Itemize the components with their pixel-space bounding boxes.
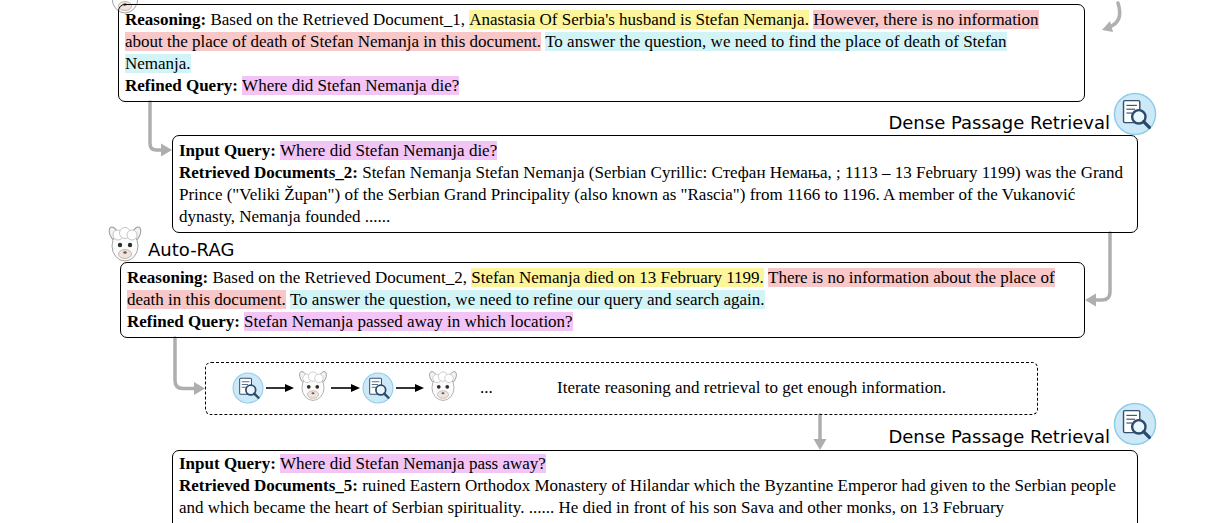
paragraph: Refined Query:Where did Stefan Nemanja d… — [125, 75, 1078, 97]
highlighted-text: Stefan Nemanja passed away in which loca… — [244, 312, 573, 331]
field-label: Reasoning: — [125, 10, 206, 29]
highlighted-text: Where did Stefan Nemanja die? — [242, 76, 459, 95]
step-arrow-head — [351, 384, 360, 392]
arrow-head — [194, 382, 205, 395]
llama-icon — [107, 226, 143, 261]
retriever-icon — [363, 373, 393, 403]
flow-line — [1094, 233, 1110, 300]
box-text: Iterate reasoning and retrieval to get e… — [557, 377, 946, 399]
llama-icon — [298, 370, 328, 400]
paragraph: Reasoning:Based on the Retrieved Documen… — [127, 267, 1078, 311]
retriever-icon — [233, 373, 263, 403]
iteration-box: ... Iterate reasoning and retrieval to ge… — [205, 362, 1038, 415]
paragraph: Retrieved Documents_5:ruined Eastern Ort… — [179, 475, 1131, 519]
flow-arrow — [814, 415, 827, 450]
paragraph: Refined Query:Stefan Nemanja passed away… — [127, 311, 1078, 333]
field-label: Retrieved Documents_2: — [179, 163, 358, 182]
field-label: Refined Query: — [127, 312, 240, 331]
highlighted-text: To answer the question, we need to refin… — [290, 290, 765, 309]
paragraph: Reasoning:Based on the Retrieved Documen… — [125, 9, 1078, 75]
box-text: Based on the Retrieved Document_1, — [210, 10, 464, 29]
agent-name: Auto-RAG — [148, 239, 234, 260]
arrow-head — [161, 144, 172, 157]
field-label: Reasoning: — [127, 268, 208, 287]
paragraph: Input Query:Where did Stefan Nemanja pas… — [179, 453, 1131, 475]
step-arrow — [396, 387, 416, 389]
module-name: Dense Passage Retrieval — [888, 426, 1110, 447]
flow-arrow — [1085, 233, 1110, 307]
flow-arrow — [150, 102, 172, 157]
module-name: Dense Passage Retrieval — [888, 112, 1110, 133]
field-label: Input Query: — [179, 454, 276, 473]
flow-arrow — [175, 338, 205, 395]
arrow-head — [1085, 294, 1096, 307]
flow-line — [150, 102, 163, 150]
field-label: Input Query: — [179, 141, 276, 160]
box-text: ... — [480, 377, 493, 399]
step-arrow — [331, 387, 352, 389]
flow-line — [818, 415, 822, 441]
step-arrow-head — [285, 384, 294, 392]
llama-icon — [428, 370, 458, 400]
paragraph: Input Query:Where did Stefan Nemanja die… — [179, 140, 1131, 162]
field-label: Refined Query: — [125, 76, 238, 95]
highlighted-text: Stefan Nemanja died on 13 February 1199. — [471, 268, 764, 287]
paragraph: Retrieved Documents_2:Stefan Nemanja Ste… — [179, 162, 1131, 228]
flow-line — [175, 338, 196, 389]
highlighted-text: Where did Stefan Nemanja pass away? — [280, 454, 546, 473]
step-arrow-head — [415, 384, 424, 392]
retriever-icon — [1114, 403, 1155, 444]
step-arrow — [266, 387, 286, 389]
box-text: Based on the Retrieved Document_2, — [212, 268, 466, 287]
retriever-icon — [1114, 93, 1155, 134]
retrieval-box: Input Query:Where did Stefan Nemanja die… — [172, 135, 1138, 233]
field-label: Retrieved Documents_5: — [179, 476, 358, 495]
highlighted-text: Where did Stefan Nemanja die? — [280, 141, 497, 160]
highlighted-text: Anastasia Of Serbia's husband is Stefan … — [469, 10, 809, 29]
arrow-head — [814, 439, 827, 450]
reasoning-box: Reasoning:Based on the Retrieved Documen… — [120, 262, 1085, 338]
reasoning-box: Reasoning:Based on the Retrieved Documen… — [118, 4, 1085, 102]
retrieval-box: Input Query:Where did Stefan Nemanja pas… — [172, 450, 1138, 523]
flow-hook-head — [1102, 21, 1113, 32]
